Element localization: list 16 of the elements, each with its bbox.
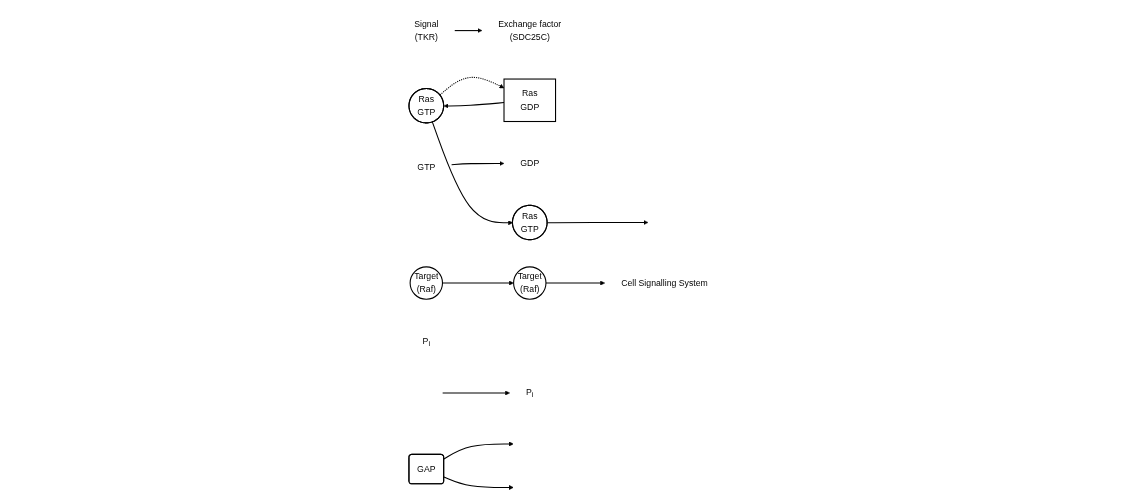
node-text: GTP [416,161,435,171]
node-text: P$_{i}$ [422,335,430,348]
node-box: Ras GDP [502,78,556,122]
arrow [450,160,504,166]
arrow [453,27,482,33]
node-text: P$_{i}$ [525,386,533,399]
node-text: Cell Signalling System [620,277,708,287]
node-text: Exchange factor (SDC25C) [497,18,561,41]
node-text: GDP [519,158,539,168]
arrow [431,121,513,225]
node-circle: Target (Raf) [409,265,443,300]
arrow [438,76,504,95]
node-text: Signal (TKR) [413,18,438,41]
node-circle: Target (Raf) [512,265,546,300]
arrow [441,390,510,395]
arrow [546,219,648,225]
